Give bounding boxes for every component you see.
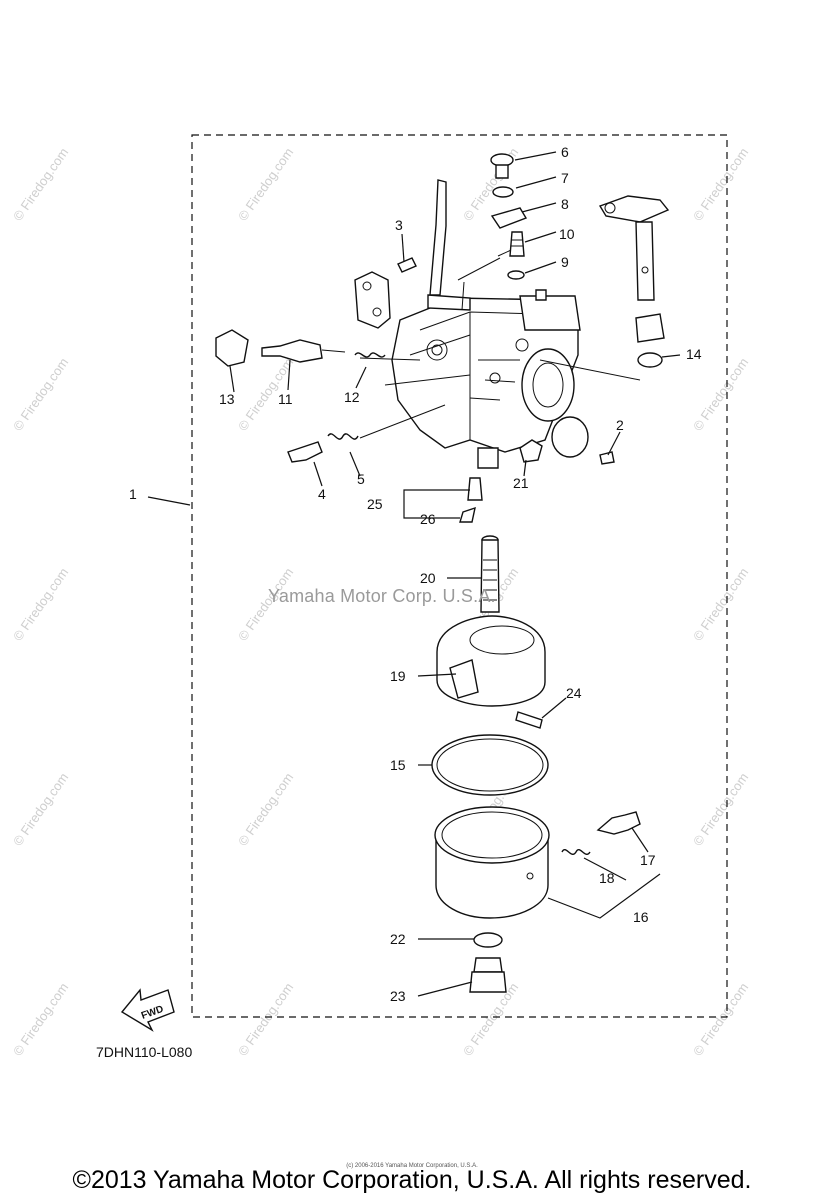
part-18-spring [561, 849, 591, 855]
center-watermark: Yamaha Motor Corp. U.S.A. [268, 586, 496, 606]
part-14-throttle-shaft [598, 195, 670, 368]
callout-26: 26 [420, 511, 436, 527]
part-22-washer [473, 932, 503, 948]
part-8-plate [490, 207, 528, 229]
carburetor-body [391, 179, 581, 469]
part-24-pin [515, 711, 543, 729]
callout-2: 2 [616, 417, 624, 433]
assembly-boundary [191, 134, 728, 1018]
part-23-drain-bolt [469, 957, 507, 993]
callout-10: 10 [559, 226, 575, 242]
callout-17: 17 [640, 852, 656, 868]
callout-24: 24 [566, 685, 582, 701]
tiny-copyright: (c) 2006-2016 Yamaha Motor Corporation, … [346, 1163, 478, 1169]
callout-25: 25 [367, 496, 383, 512]
part-19-float [436, 615, 546, 707]
part-10-needle [509, 231, 525, 257]
callout-11: 11 [278, 391, 293, 407]
callout-22: 22 [390, 931, 406, 947]
callout-4: 4 [318, 486, 326, 502]
callout-3: 3 [395, 217, 403, 233]
callout-19: 19 [390, 668, 406, 684]
part-11-pilot-screw [261, 339, 346, 363]
copyright-footer: ©2013 Yamaha Motor Corporation, U.S.A. A… [72, 1166, 752, 1194]
part-15-gasket [431, 734, 549, 796]
part-17-drain-screw [596, 811, 641, 835]
part-4-screw [287, 441, 323, 463]
callout-5: 5 [357, 471, 365, 487]
part-2-plate [551, 416, 615, 465]
part-26-washer [459, 506, 476, 523]
part-16-float-bowl [434, 806, 550, 919]
callout-14: 14 [686, 346, 702, 362]
part-20-nozzle [480, 535, 500, 613]
callout-15: 15 [390, 757, 406, 773]
callout-13: 13 [219, 391, 235, 407]
callout-20: 20 [420, 570, 436, 586]
callout-12: 12 [344, 389, 360, 405]
leader-lines [147, 151, 681, 997]
part-13-knob [215, 329, 249, 367]
callout-9: 9 [561, 254, 569, 270]
callout-6: 6 [561, 144, 569, 160]
part-9-oring [507, 270, 525, 280]
callout-8: 8 [561, 196, 569, 212]
part-5-spring [327, 433, 359, 440]
part-6-screw [490, 153, 514, 179]
diagram-code: 7DHN110-L080 [96, 1044, 193, 1060]
callout-16: 16 [633, 909, 649, 925]
part-7-washer [492, 186, 514, 198]
callout-labels: 6 7 8 10 9 3 14 2 13 11 12 4 5 21 1 25 2… [129, 144, 702, 1004]
callout-1: 1 [129, 486, 137, 502]
callout-18: 18 [599, 870, 615, 886]
part-21-screw [519, 439, 543, 463]
part-25-main-jet [467, 477, 483, 501]
fwd-arrow-icon: FWD [120, 988, 175, 1032]
callout-21: 21 [513, 475, 529, 491]
part-12-spring [354, 352, 386, 358]
part-3-screw [354, 257, 417, 329]
callout-7: 7 [561, 170, 569, 186]
callout-23: 23 [390, 988, 406, 1004]
